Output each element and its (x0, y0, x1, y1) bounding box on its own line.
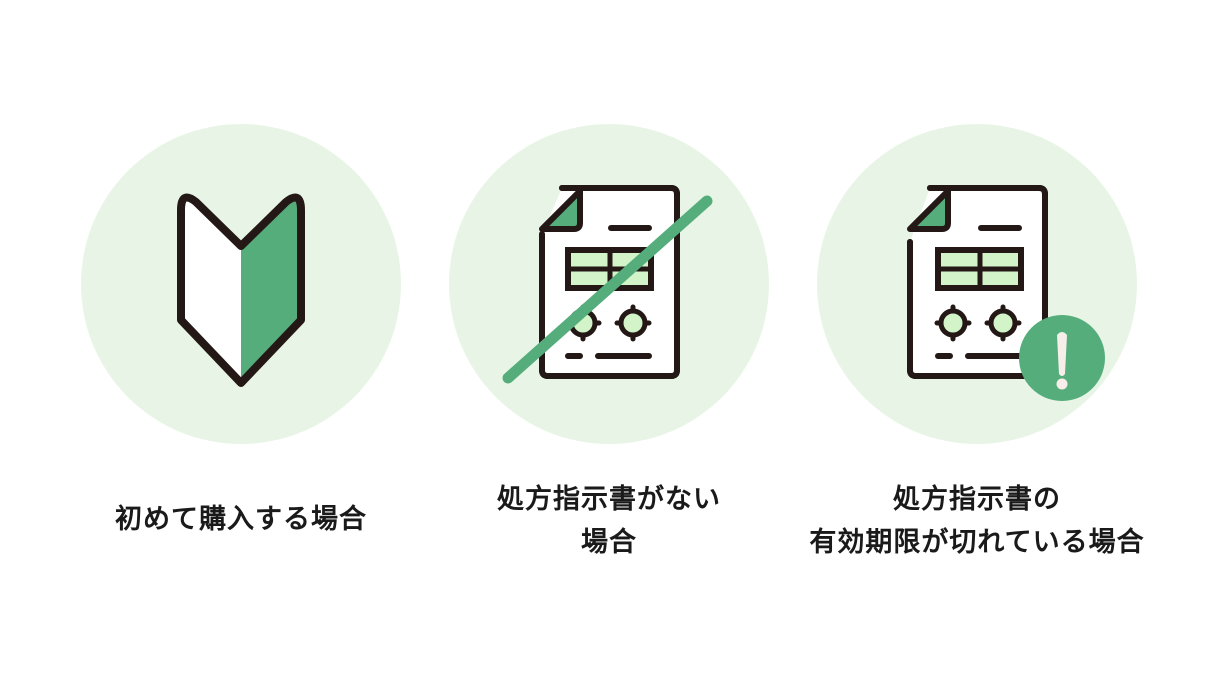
card-label: 処方指示書がない 場合 (389, 478, 829, 564)
card-expired-prescription: 処方指示書の 有効期限が切れている場合 (809, 124, 1144, 558)
beginner-mark-icon (177, 193, 305, 387)
card-first-purchase: 初めて購入する場合 (81, 124, 401, 535)
card-label: 初めて購入する場合 (21, 498, 461, 541)
expired-prescription-icon (907, 185, 1105, 401)
card-label-line: 処方指示書がない (497, 484, 721, 515)
card-label-line: 有効期限が切れている場合 (809, 527, 1145, 558)
icon-circle (449, 124, 769, 444)
icon-circle (81, 124, 401, 444)
card-label: 処方指示書の 有効期限が切れている場合 (757, 478, 1197, 564)
warning-badge (1019, 315, 1105, 401)
card-label-line: 初めて購入する場合 (115, 504, 367, 535)
no-prescription-icon (502, 185, 713, 384)
card-label-line: 場合 (581, 527, 637, 558)
card-label-line: 処方指示書の (893, 484, 1061, 515)
card-no-prescription: 処方指示書がない 場合 (449, 124, 769, 558)
icon-circle (817, 124, 1137, 444)
